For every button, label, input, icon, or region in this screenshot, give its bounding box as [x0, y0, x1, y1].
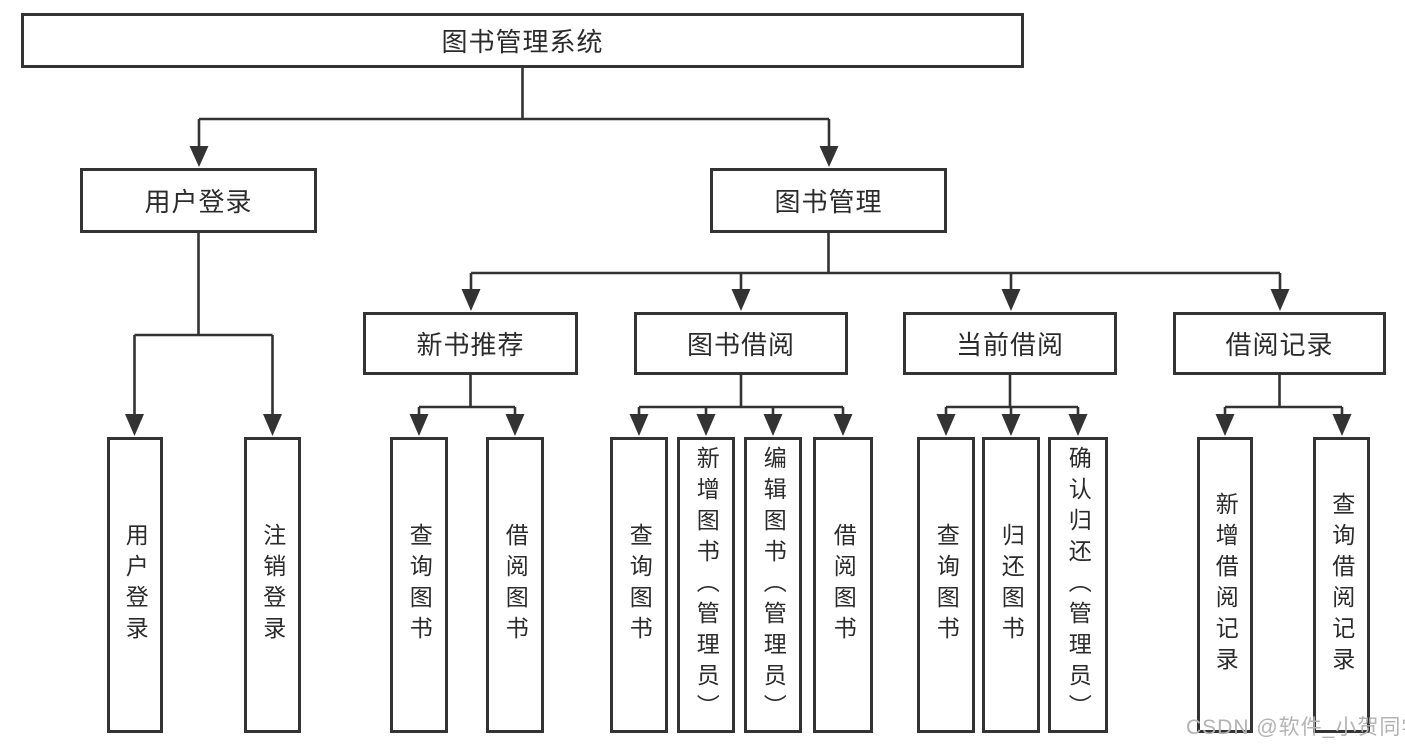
connector-borrow-records-branch: [1215, 375, 1352, 436]
leaf-query-books-borrow: 查询图书: [610, 437, 668, 733]
connector-book-borrow-branch: [629, 375, 853, 436]
node-label: 借阅图书: [502, 523, 529, 647]
node-label: 图书管理: [774, 187, 883, 217]
node-borrowing-records: 借阅记录: [1173, 312, 1386, 375]
leaf-user-login: 用户登录: [107, 437, 163, 733]
csdn-watermark: CSDN @软件_小贺同学: [1186, 716, 1405, 739]
leaf-query-books-recommend: 查询图书: [390, 437, 448, 733]
leaf-borrow-books-recommend: 借阅图书: [486, 437, 544, 733]
node-user-login: 用户登录: [80, 168, 317, 233]
leaf-query-books-current: 查询图书: [917, 437, 975, 733]
leaf-add-borrow-record: 新增借阅记录: [1197, 437, 1253, 733]
node-label: 注销登录: [259, 523, 286, 647]
node-library-management-system: 图书管理系统: [21, 13, 1024, 68]
node-label: 用户登录: [144, 187, 253, 217]
connector-current-borrow-branch: [936, 375, 1088, 436]
node-label: 查询图书: [933, 523, 960, 647]
node-label: 当前借阅: [955, 330, 1064, 360]
node-label: 图书管理系统: [441, 27, 604, 57]
node-label: 新增图书（管理员）: [693, 445, 720, 725]
node-label: 查询图书: [626, 523, 653, 647]
leaf-confirm-return-admin: 确认归还（管理员）: [1048, 437, 1108, 733]
connector-root-to-level1: [189, 68, 839, 167]
leaf-edit-books-admin: 编辑图书（管理员）: [744, 437, 802, 733]
connector-new-book-branch: [409, 375, 525, 436]
node-label: 借阅记录: [1225, 330, 1334, 360]
node-label: 归还图书: [998, 523, 1025, 647]
leaf-return-books: 归还图书: [982, 437, 1040, 733]
node-current-borrowing: 当前借阅: [903, 312, 1117, 375]
connector-user-login-branch: [125, 233, 282, 436]
node-book-management: 图书管理: [710, 168, 947, 233]
leaf-add-books-admin: 新增图书（管理员）: [677, 437, 735, 733]
connector-book-management-branch: [461, 233, 1290, 311]
node-label: 用户登录: [122, 523, 149, 647]
node-label: 查询借阅记录: [1328, 492, 1355, 678]
node-book-borrowing: 图书借阅: [634, 312, 848, 375]
node-label: 查询图书: [406, 523, 433, 647]
leaf-borrow-books: 借阅图书: [813, 437, 873, 733]
node-label: 确认归还（管理员）: [1065, 445, 1092, 725]
node-label: 新增借阅记录: [1212, 492, 1239, 678]
node-new-book-recommendation: 新书推荐: [363, 312, 578, 375]
node-label: 借阅图书: [830, 523, 857, 647]
node-label: 图书借阅: [686, 330, 795, 360]
leaf-logout: 注销登录: [244, 437, 301, 733]
leaf-query-borrow-record: 查询借阅记录: [1313, 437, 1370, 733]
node-label: 编辑图书（管理员）: [760, 445, 787, 725]
node-label: 新书推荐: [416, 330, 525, 360]
